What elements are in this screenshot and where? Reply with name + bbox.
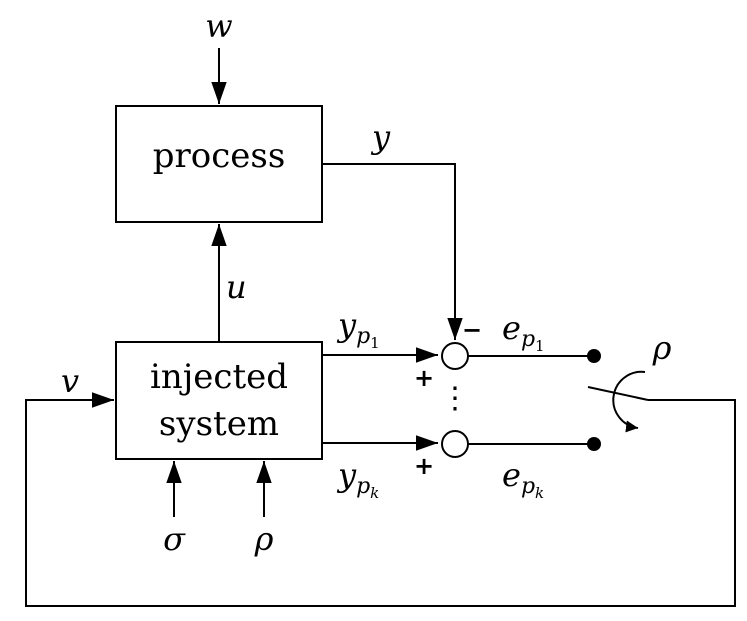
plus-sign-top: + — [414, 364, 434, 392]
contact-top — [587, 349, 601, 363]
v-label: v — [61, 362, 79, 400]
process-label: process — [153, 136, 286, 176]
plus-sign-bottom: + — [414, 452, 434, 480]
process-block — [115, 105, 323, 223]
y-label: y — [370, 118, 391, 156]
feedback-loop-wire — [25, 392, 736, 607]
contact-bottom — [587, 437, 601, 451]
rho-input-label: ρ — [254, 520, 274, 558]
summing-junction-top — [441, 342, 469, 370]
y-wire — [322, 163, 463, 340]
u-label: u — [226, 268, 247, 306]
ypk-label: ypk — [336, 456, 379, 502]
minus-sign: − — [462, 316, 482, 344]
injected-label-line2: system — [159, 404, 279, 444]
injected-system-block — [115, 341, 323, 460]
ep1-label: ep1 — [502, 309, 545, 355]
epk-label: epk — [502, 456, 544, 502]
yp1-label: yp1 — [336, 306, 380, 352]
switch-arm — [587, 386, 649, 401]
sigma-label: σ — [163, 520, 186, 558]
vertical-ellipsis: ⋮ — [440, 381, 470, 416]
injected-label-line1: injected — [150, 357, 288, 397]
switch-rotation-arc — [612, 370, 646, 433]
rho-switch-label: ρ — [652, 329, 672, 367]
summing-junction-bottom — [441, 430, 469, 458]
w-label: w — [205, 7, 232, 45]
